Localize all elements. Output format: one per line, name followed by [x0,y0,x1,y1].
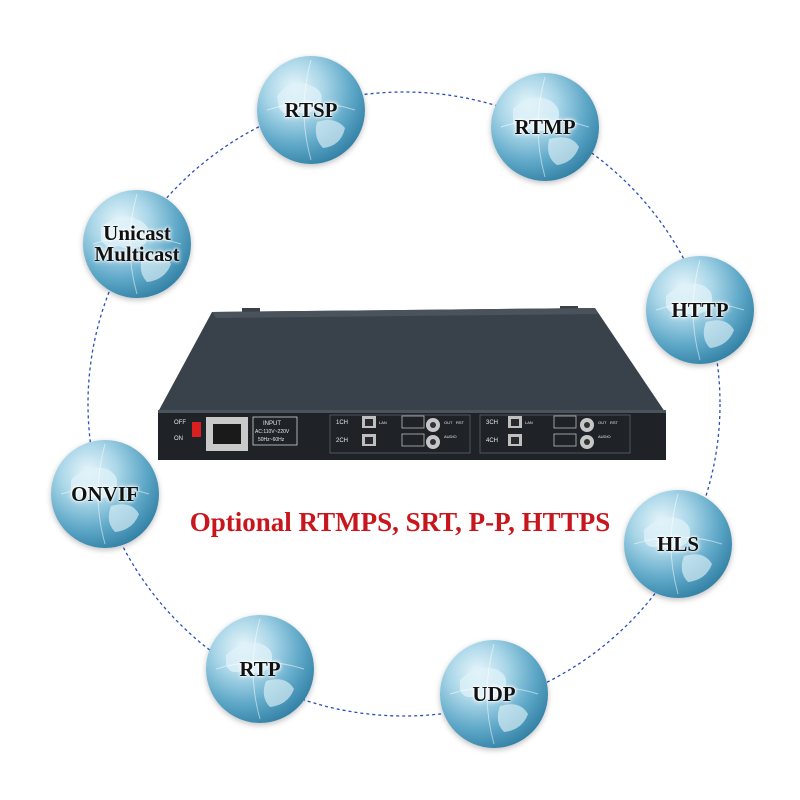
globe-icon [633,493,723,595]
channel-block-1-2: 1CH 2CH LAN OUT RST AUDIO [329,414,471,454]
protocol-label: UDP [472,681,516,706]
globe-icon [215,618,305,720]
protocol-label: ONVIF [71,481,139,506]
protocol-label: Unicast Multicast [94,221,180,266]
input-voltage: AC:110V~220V [255,429,290,435]
globe-http: HTTP [646,256,754,364]
protocol-label: RTP [239,656,281,681]
power-switch [192,422,201,437]
out-label-2: OUT [598,420,607,425]
rst-label-2: RST [610,420,619,425]
globe-unicast-multicast: Unicast Multicast [83,190,191,298]
input-frequency: 50Hz~60Hz [258,437,285,443]
channel-block-3-4: 3CH 4CH LAN OUT RST AUDIO [479,414,631,454]
input-label: INPUT [263,421,281,427]
ch2-label: 2CH [336,438,348,444]
globe-onvif: ONVIF [51,440,159,548]
globe-rtsp: RTSP [257,56,365,164]
globe-icon [60,443,150,545]
power-off-label: OFF [174,420,186,426]
lan-label-1: LAN [379,420,387,425]
audio-label-1: AUDIO [444,434,457,439]
globe-icon [449,643,539,745]
protocol-label: HTTP [671,297,729,322]
globe-icon [500,76,590,178]
rst-label-1: RST [456,420,465,425]
globe-rtp: RTP [206,615,314,723]
protocol-label: RTMP [514,114,576,139]
globe-icon [266,59,356,161]
power-on-label: ON [174,436,183,442]
ch1-label: 1CH [336,420,348,426]
optional-protocols-text: Optional RTMPS, SRT, P-P, HTTPS [189,507,611,537]
protocol-label: HLS [656,531,700,556]
audio-label-2: AUDIO [598,434,611,439]
globe-rtmp: RTMP [491,73,599,181]
globe-udp: UDP [440,640,548,748]
globe-icon [92,193,182,295]
globe-hls: HLS [624,490,732,598]
lan-label-2: LAN [525,420,533,425]
ch4-label: 4CH [486,438,498,444]
protocol-label: RTSP [284,97,338,122]
globe-icon [655,259,745,361]
encoder-device: OFF ON INPUT AC:110V~220V 50Hz~60Hz 1CH … [158,306,666,460]
out-label-1: OUT [444,420,453,425]
ch3-label: 3CH [486,420,498,426]
